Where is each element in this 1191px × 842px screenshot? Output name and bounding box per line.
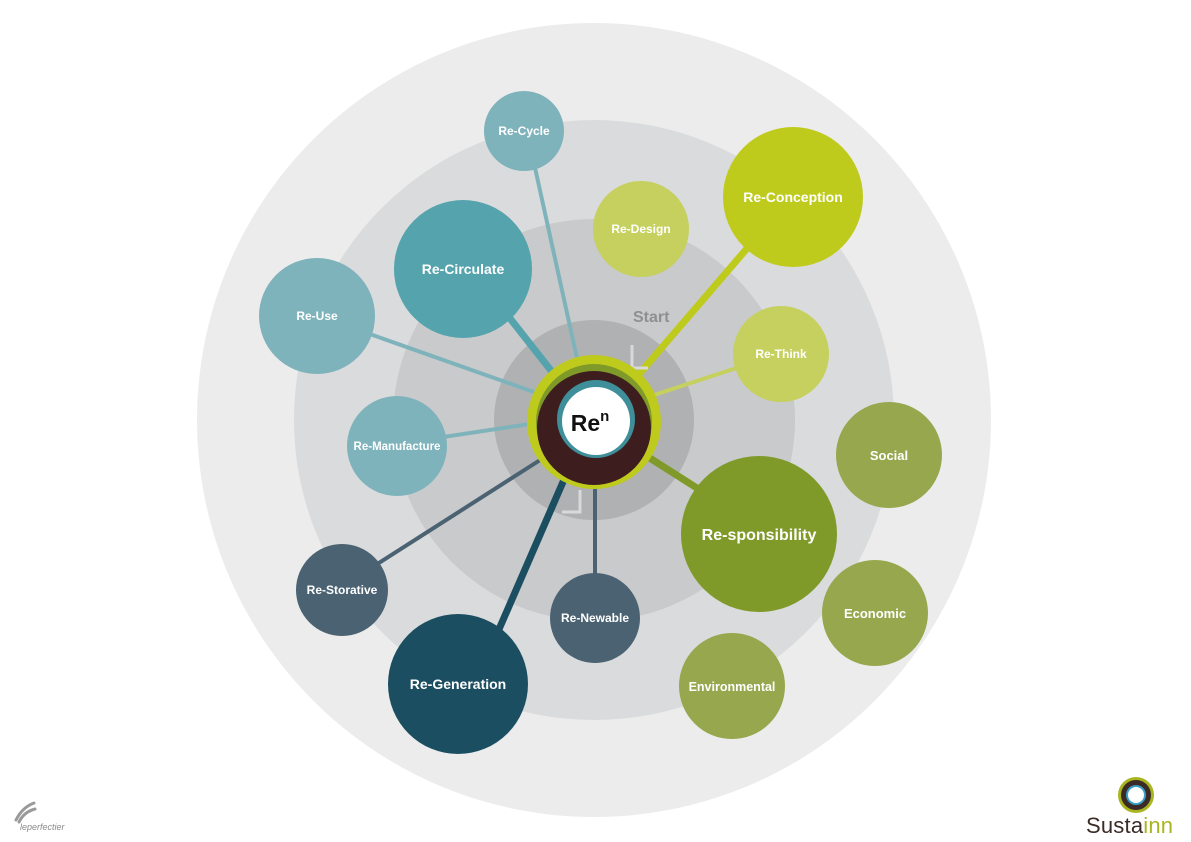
node-re-newable[interactable]: Re-Newable [550, 573, 640, 663]
node-re-think[interactable]: Re-Think [733, 306, 829, 402]
connector-re-generation [486, 473, 570, 652]
node-label: Re-Manufacture [354, 441, 441, 453]
connector-re-storative [358, 453, 550, 577]
node-label: Re-Conception [743, 189, 843, 205]
node-label: Re-Newable [561, 611, 629, 625]
connector-re-cycle [528, 144, 582, 373]
node-environmental[interactable]: Environmental [679, 633, 785, 739]
node-re-conception[interactable]: Re-Conception [723, 127, 863, 267]
sustainn-wordmark: Sustainn [1086, 813, 1174, 838]
leperfectier-logo: leperfectier [12, 800, 102, 834]
node-label: Environmental [689, 680, 776, 694]
node-re-circulate[interactable]: Re-Circulate [394, 200, 532, 338]
start-arrow-bottom [562, 490, 582, 514]
node-label: Re-Generation [410, 676, 506, 692]
feather-icon [14, 801, 37, 824]
start-label: Start [633, 309, 670, 326]
node-label: Re-sponsibility [702, 527, 817, 544]
sustainn-logo: Sustainn [1084, 775, 1184, 838]
leperfectier-wordmark: leperfectier [20, 822, 65, 832]
node-label: Re-Use [296, 309, 338, 323]
node-label: Re-Think [755, 347, 807, 361]
node-label: Re-Storative [307, 583, 378, 597]
connector-re-use [349, 325, 549, 399]
node-re-design[interactable]: Re-Design [593, 181, 689, 277]
node-social[interactable]: Social [836, 402, 942, 508]
node-re-storative[interactable]: Re-Storative [296, 544, 388, 636]
node-re-sponsibility[interactable]: Re-sponsibility [681, 456, 837, 612]
node-label: Re-Circulate [422, 261, 505, 277]
ring-logo-icon [1118, 777, 1154, 813]
node-label: Economic [844, 606, 906, 621]
node-re-cycle[interactable]: Re-Cycle [484, 91, 564, 171]
node-re-manufacture[interactable]: Re-Manufacture [347, 396, 447, 496]
node-re-generation[interactable]: Re-Generation [388, 614, 528, 754]
central-hub: Ren [527, 355, 661, 489]
connector-re-circulate [502, 309, 563, 385]
node-re-use[interactable]: Re-Use [259, 258, 375, 374]
node-label: Re-Design [611, 222, 670, 236]
node-label: Social [870, 448, 908, 463]
node-economic[interactable]: Economic [822, 560, 928, 666]
node-label: Re-Cycle [498, 124, 550, 138]
center-label: Ren [571, 408, 610, 436]
